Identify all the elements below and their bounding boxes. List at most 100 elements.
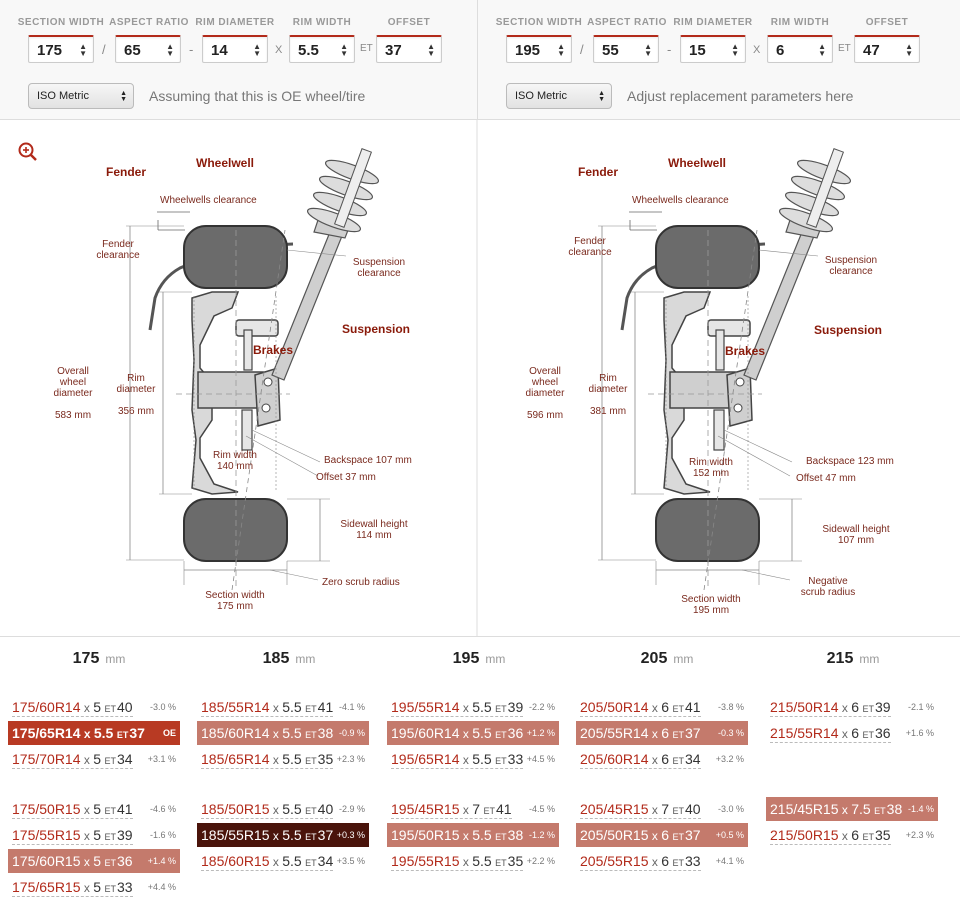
size-option-row[interactable]: 185/50R15 x 5.5 ET40-2.9 % bbox=[197, 797, 369, 821]
size-option-link[interactable]: 215/50R15 x 6 ET35 bbox=[770, 827, 891, 845]
size-option-link[interactable]: 185/55R15 x 5.5 ET37 bbox=[201, 827, 333, 845]
size-option-row[interactable]: 195/60R14 x 5.5 ET36+1.2 % bbox=[387, 721, 559, 745]
times-sign: x bbox=[648, 829, 662, 843]
size-option-link[interactable]: 175/55R15 x 5 ET39 bbox=[12, 827, 133, 845]
size-option-row[interactable]: 205/60R14 x 6 ET34+3.2 % bbox=[576, 747, 748, 771]
size-option-link[interactable]: 195/55R14 x 5.5 ET39 bbox=[391, 699, 524, 717]
stepper-arrows-icon[interactable]: ▲▼ bbox=[557, 42, 565, 58]
size-option-row[interactable]: 185/55R15 x 5.5 ET37+0.3 % bbox=[197, 823, 369, 847]
size-option-link[interactable]: 205/55R15 x 6 ET33 bbox=[580, 853, 701, 871]
size-option-row[interactable]: 215/50R14 x 6 ET39-2.1 % bbox=[766, 695, 938, 719]
size-option-row[interactable]: 205/45R15 x 7 ET40-3.0 % bbox=[576, 797, 748, 821]
size-option-row[interactable]: 185/60R14 x 5.5 ET38-0.9 % bbox=[197, 721, 369, 745]
stepper-arrows-icon[interactable]: ▲▼ bbox=[731, 42, 739, 58]
size-option-link[interactable]: 195/65R14 x 5.5 ET33 bbox=[391, 751, 524, 769]
aspect-ratio-stepper[interactable]: 65▲▼ bbox=[115, 35, 181, 63]
size-option-link[interactable]: 195/55R15 x 5.5 ET35 bbox=[391, 853, 524, 871]
aspect-ratio-stepper[interactable]: 55▲▼ bbox=[593, 35, 659, 63]
size-option-link[interactable]: 215/55R14 x 6 ET36 bbox=[770, 725, 891, 743]
size-option-row[interactable]: 215/50R15 x 6 ET35+2.3 % bbox=[766, 823, 938, 847]
size-option-link[interactable]: 185/65R14 x 5.5 ET35 bbox=[201, 751, 334, 769]
size-option-link[interactable]: 175/65R15 x 5 ET33 bbox=[12, 879, 133, 897]
size-option-link[interactable]: 185/60R14 x 5.5 ET38 bbox=[201, 725, 333, 743]
section-width-stepper[interactable]: 195▲▼ bbox=[506, 35, 572, 63]
backspace-label: Backspace 123 mm bbox=[806, 456, 894, 467]
size-option-row[interactable]: 185/60R15 x 5.5 ET34+3.5 % bbox=[197, 849, 369, 873]
tire-size: 195/45R15 bbox=[391, 801, 460, 817]
size-option-row[interactable]: 195/50R15 x 5.5 ET38-1.2 % bbox=[387, 823, 559, 847]
offset-value-label: Offset 47 mm bbox=[796, 473, 856, 484]
size-option-link[interactable]: 215/50R14 x 6 ET39 bbox=[770, 699, 891, 717]
size-option-row[interactable]: 195/55R14 x 5.5 ET39-2.2 % bbox=[387, 695, 559, 719]
size-option-row[interactable]: 205/50R14 x 6 ET41-3.8 % bbox=[576, 695, 748, 719]
zoom-in-icon[interactable] bbox=[18, 142, 37, 161]
size-option-link[interactable]: 205/55R14 x 6 ET37 bbox=[580, 725, 701, 743]
size-option-row[interactable]: 215/55R14 x 6 ET36+1.6 % bbox=[766, 721, 938, 745]
offset-value: 36 bbox=[507, 725, 524, 741]
offset-stepper[interactable]: 37▲▼ bbox=[376, 35, 442, 63]
stepper-arrows-icon[interactable]: ▲▼ bbox=[340, 42, 348, 58]
size-option-row[interactable]: 175/60R15 x 5 ET36+1.4 % bbox=[8, 849, 180, 873]
size-option-link[interactable]: 205/45R15 x 7 ET40 bbox=[580, 801, 701, 819]
wheelwell-label: Wheelwell bbox=[196, 156, 255, 170]
size-option-row[interactable]: 195/65R14 x 5.5 ET33+4.5 % bbox=[387, 747, 559, 771]
size-option-link[interactable]: 185/55R14 x 5.5 ET41 bbox=[201, 699, 334, 717]
size-option-link[interactable]: 175/65R14 x 5.5 ET37 bbox=[12, 725, 145, 743]
size-option-row[interactable]: 175/55R15 x 5 ET39-1.6 % bbox=[8, 823, 180, 847]
size-option-link[interactable]: 175/70R14 x 5 ET34 bbox=[12, 751, 133, 769]
times-sign: x bbox=[80, 753, 94, 767]
offset-stepper[interactable]: 47▲▼ bbox=[854, 35, 920, 63]
stepper-arrows-icon[interactable]: ▲▼ bbox=[79, 42, 87, 58]
size-option-row[interactable]: 205/55R14 x 6 ET37-0.3 % bbox=[576, 721, 748, 745]
rim-width-stepper[interactable]: 6▲▼ bbox=[767, 35, 833, 63]
offset-value: 34 bbox=[117, 751, 133, 767]
stepper-arrows-icon[interactable]: ▲▼ bbox=[253, 42, 261, 58]
section-width-stepper[interactable]: 175▲▼ bbox=[28, 35, 94, 63]
size-option-link[interactable]: 205/50R14 x 6 ET41 bbox=[580, 699, 701, 717]
unit-system-select[interactable]: ISO Metric▲▼ bbox=[506, 83, 612, 109]
offset-value: 41 bbox=[685, 699, 701, 715]
size-option-row[interactable]: 175/65R15 x 5 ET33 +4.4 % bbox=[8, 875, 180, 899]
stepper-arrows-icon[interactable]: ▲▼ bbox=[166, 42, 174, 58]
stepper-arrows-icon[interactable]: ▲▼ bbox=[818, 42, 826, 58]
size-option-link[interactable]: 205/50R15 x 6 ET37 bbox=[580, 827, 701, 845]
size-option-link[interactable]: 215/45R15 x 7.5 ET38 bbox=[770, 801, 902, 819]
size-option-row[interactable]: 215/45R15 x 7.5 ET38-1.4 % bbox=[766, 797, 938, 821]
size-option-row[interactable]: 175/70R14 x 5 ET34+3.1 % bbox=[8, 747, 180, 771]
size-option-link[interactable]: 175/60R15 x 5 ET36 bbox=[12, 853, 133, 871]
size-option-link[interactable]: 175/60R14 x 5 ET40 bbox=[12, 699, 133, 717]
size-option-row[interactable]: 185/65R14 x 5.5 ET35+2.3 % bbox=[197, 747, 369, 771]
size-option-row[interactable]: 195/45R15 x 7 ET41-4.5 % bbox=[387, 797, 559, 821]
size-option-link[interactable]: 185/50R15 x 5.5 ET40 bbox=[201, 801, 334, 819]
stepper-arrows-icon[interactable]: ▲▼ bbox=[427, 42, 435, 58]
size-option-row[interactable]: 205/55R15 x 6 ET33+4.1 % bbox=[576, 849, 748, 873]
rim-diameter-stepper[interactable]: 15▲▼ bbox=[680, 35, 746, 63]
size-option-link[interactable]: 185/60R15 x 5.5 ET34 bbox=[201, 853, 334, 871]
size-option-row[interactable]: 175/60R14 x 5 ET40-3.0 % bbox=[8, 695, 180, 719]
stepper-arrows-icon[interactable]: ▲▼ bbox=[644, 42, 652, 58]
rim-diameter-stepper[interactable]: 14▲▼ bbox=[202, 35, 268, 63]
offset-value: 40 bbox=[685, 801, 701, 817]
size-option-row[interactable]: 195/55R15 x 5.5 ET35+2.2 % bbox=[387, 849, 559, 873]
diameter-difference: +4.4 % bbox=[147, 882, 176, 892]
et-prefix: ET bbox=[101, 756, 116, 766]
rim-width: 5.5 bbox=[282, 801, 302, 817]
size-option-row[interactable]: 205/50R15 x 6 ET37+0.5 % bbox=[576, 823, 748, 847]
et-prefix: ET bbox=[480, 806, 495, 816]
size-option-link[interactable]: 205/60R14 x 6 ET34 bbox=[580, 751, 701, 769]
size-option-row[interactable]: 175/50R15 x 5 ET41-4.6 % bbox=[8, 797, 180, 821]
size-option-row[interactable]: 185/55R14 x 5.5 ET41-4.1 % bbox=[197, 695, 369, 719]
stepper-arrows-icon[interactable]: ▲▼ bbox=[905, 42, 913, 58]
rim-width-stepper[interactable]: 5.5▲▼ bbox=[289, 35, 355, 63]
size-option-link[interactable]: 195/60R14 x 5.5 ET36 bbox=[391, 725, 523, 743]
column-width-value: 205 bbox=[640, 650, 668, 667]
unit-system-select[interactable]: ISO Metric▲▼ bbox=[28, 83, 134, 109]
size-option-link[interactable]: 195/45R15 x 7 ET41 bbox=[391, 801, 512, 819]
size-option-link[interactable]: 195/50R15 x 5.5 ET38 bbox=[391, 827, 523, 845]
column-width-value: 185 bbox=[262, 650, 290, 667]
size-option-link[interactable]: 175/50R15 x 5 ET41 bbox=[12, 801, 133, 819]
tire-size: 205/55R15 bbox=[580, 853, 649, 869]
